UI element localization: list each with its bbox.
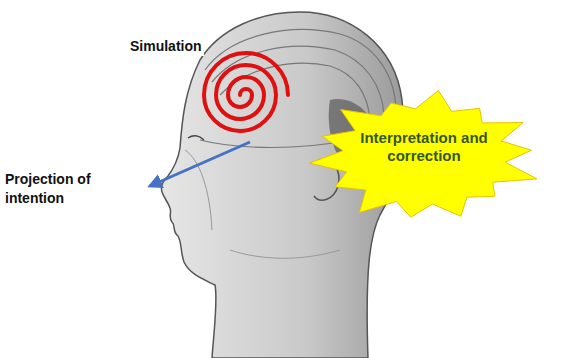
eye — [188, 136, 204, 140]
face-shading — [185, 150, 340, 258]
brain-contour — [205, 30, 396, 110]
blue-arrow — [150, 142, 250, 186]
starburst-node: Interpretation and correction — [302, 88, 546, 225]
red-spiral — [204, 53, 288, 131]
stage-label: Simulation — [128, 37, 204, 56]
node-text: Interpretation and correction — [359, 129, 489, 165]
starburst-outline — [309, 90, 537, 217]
arrow-label: Projection of intention — [3, 170, 119, 208]
